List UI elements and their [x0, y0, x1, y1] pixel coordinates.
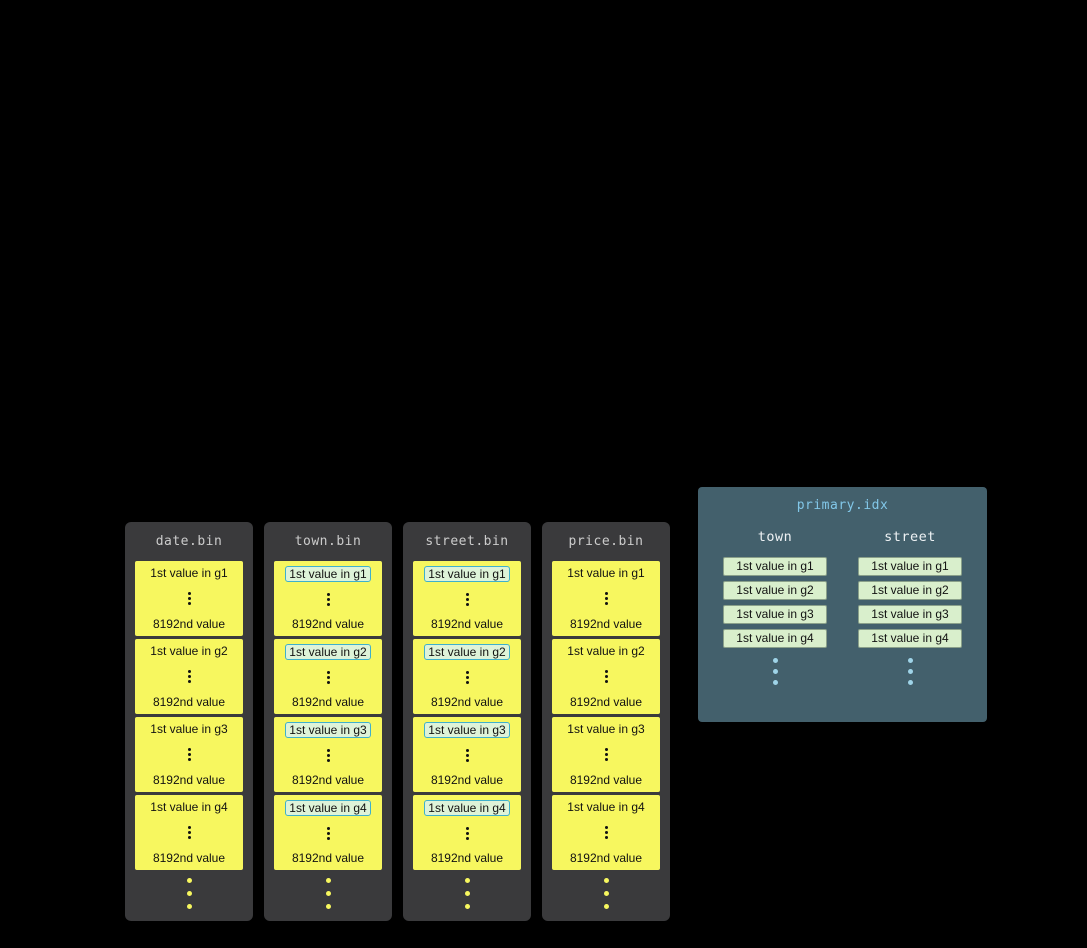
vertical-ellipsis-icon: [604, 746, 608, 763]
primary-index-title: primary.idx: [796, 498, 889, 513]
granule-last-value: 8192nd value: [152, 695, 226, 709]
granule-first-value: 1st value in g3: [150, 722, 228, 736]
granule-list: 1st value in g1 8192nd value 1st value i…: [125, 561, 253, 870]
index-entry: 1st value in g1: [858, 557, 962, 576]
granule-list: 1st value in g1 8192nd value 1st value i…: [403, 561, 531, 870]
index-column-town: town 1st value in g1 1st value in g2 1st…: [722, 529, 828, 691]
index-entry: 1st value in g3: [723, 605, 827, 624]
granule-last-value: 8192nd value: [430, 773, 504, 787]
granule-first-value: 1st value in g4: [567, 800, 645, 814]
index-column-header: town: [757, 529, 793, 545]
granule-g2: 1st value in g2 8192nd value: [274, 639, 382, 714]
granule-first-value-highlighted: 1st value in g3: [424, 722, 510, 738]
vertical-ellipsis-icon: [465, 825, 469, 842]
granule-g3: 1st value in g3 8192nd value: [552, 717, 660, 792]
vertical-ellipsis-icon: [326, 591, 330, 608]
vertical-ellipsis-icon: [326, 669, 330, 686]
granule-g2: 1st value in g2 8192nd value: [135, 639, 243, 714]
granule-first-value: 1st value in g1: [150, 566, 228, 580]
vertical-ellipsis-icon: [326, 825, 330, 842]
primary-index-panel: primary.idx town 1st value in g1 1st val…: [698, 487, 987, 722]
granule-first-value-highlighted: 1st value in g1: [285, 566, 371, 582]
granule-g1: 1st value in g1 8192nd value: [135, 561, 243, 636]
granule-first-value: 1st value in g2: [150, 644, 228, 658]
granule-first-value-highlighted: 1st value in g4: [424, 800, 510, 816]
column-file-town-bin: town.bin 1st value in g1 8192nd value 1s…: [264, 522, 392, 921]
granule-g4: 1st value in g4 8192nd value: [552, 795, 660, 870]
index-column-street: street 1st value in g1 1st value in g2 1…: [857, 529, 963, 691]
more-granules-dots-icon: [264, 878, 392, 909]
granule-last-value: 8192nd value: [569, 617, 643, 631]
granule-last-value: 8192nd value: [569, 851, 643, 865]
granule-g4: 1st value in g4 8192nd value: [413, 795, 521, 870]
vertical-ellipsis-icon: [465, 669, 469, 686]
granule-first-value-highlighted: 1st value in g3: [285, 722, 371, 738]
granule-last-value: 8192nd value: [152, 773, 226, 787]
granule-g3: 1st value in g3 8192nd value: [413, 717, 521, 792]
granule-g4: 1st value in g4 8192nd value: [274, 795, 382, 870]
granule-last-value: 8192nd value: [569, 695, 643, 709]
granule-first-value-highlighted: 1st value in g1: [424, 566, 510, 582]
index-entry: 1st value in g4: [858, 629, 962, 648]
vertical-ellipsis-icon: [604, 668, 608, 685]
index-column-header: street: [884, 529, 936, 545]
granule-g3: 1st value in g3 8192nd value: [135, 717, 243, 792]
vertical-ellipsis-icon: [326, 747, 330, 764]
granule-last-value: 8192nd value: [152, 851, 226, 865]
granule-first-value: 1st value in g2: [567, 644, 645, 658]
vertical-ellipsis-icon: [187, 824, 191, 841]
more-granules-dots-icon: [125, 878, 253, 909]
vertical-ellipsis-icon: [187, 746, 191, 763]
granule-g2: 1st value in g2 8192nd value: [552, 639, 660, 714]
bin-title: date.bin: [155, 534, 223, 549]
index-entry: 1st value in g1: [723, 557, 827, 576]
granule-first-value-highlighted: 1st value in g2: [285, 644, 371, 660]
bin-title: street.bin: [425, 534, 509, 549]
bin-title: price.bin: [568, 534, 644, 549]
more-granules-dots-icon: [403, 878, 531, 909]
granule-g1: 1st value in g1 8192nd value: [274, 561, 382, 636]
granule-first-value: 1st value in g4: [150, 800, 228, 814]
index-entry: 1st value in g2: [858, 581, 962, 600]
granule-g3: 1st value in g3 8192nd value: [274, 717, 382, 792]
primary-index-columns: town 1st value in g1 1st value in g2 1st…: [698, 529, 987, 691]
granule-last-value: 8192nd value: [291, 773, 365, 787]
granule-g4: 1st value in g4 8192nd value: [135, 795, 243, 870]
granule-g2: 1st value in g2 8192nd value: [413, 639, 521, 714]
vertical-ellipsis-icon: [187, 668, 191, 685]
granule-last-value: 8192nd value: [291, 695, 365, 709]
column-file-price-bin: price.bin 1st value in g1 8192nd value 1…: [542, 522, 670, 921]
vertical-ellipsis-icon: [465, 747, 469, 764]
bin-title: town.bin: [294, 534, 362, 549]
granule-last-value: 8192nd value: [291, 617, 365, 631]
vertical-ellipsis-icon: [465, 591, 469, 608]
granule-last-value: 8192nd value: [569, 773, 643, 787]
granule-g1: 1st value in g1 8192nd value: [552, 561, 660, 636]
granule-list: 1st value in g1 8192nd value 1st value i…: [264, 561, 392, 870]
granule-last-value: 8192nd value: [430, 617, 504, 631]
column-file-street-bin: street.bin 1st value in g1 8192nd value …: [403, 522, 531, 921]
index-entry: 1st value in g4: [723, 629, 827, 648]
index-entry: 1st value in g3: [858, 605, 962, 624]
more-entries-dots-icon: [857, 658, 963, 685]
granule-last-value: 8192nd value: [291, 851, 365, 865]
vertical-ellipsis-icon: [604, 590, 608, 607]
granule-first-value-highlighted: 1st value in g2: [424, 644, 510, 660]
granule-first-value: 1st value in g3: [567, 722, 645, 736]
vertical-ellipsis-icon: [187, 590, 191, 607]
granule-last-value: 8192nd value: [430, 695, 504, 709]
granule-last-value: 8192nd value: [152, 617, 226, 631]
index-entry: 1st value in g2: [723, 581, 827, 600]
more-granules-dots-icon: [542, 878, 670, 909]
granule-last-value: 8192nd value: [430, 851, 504, 865]
granule-g1: 1st value in g1 8192nd value: [413, 561, 521, 636]
column-file-date-bin: date.bin 1st value in g1 8192nd value 1s…: [125, 522, 253, 921]
granule-first-value: 1st value in g1: [567, 566, 645, 580]
vertical-ellipsis-icon: [604, 824, 608, 841]
granule-first-value-highlighted: 1st value in g4: [285, 800, 371, 816]
more-entries-dots-icon: [722, 658, 828, 685]
granule-list: 1st value in g1 8192nd value 1st value i…: [542, 561, 670, 870]
